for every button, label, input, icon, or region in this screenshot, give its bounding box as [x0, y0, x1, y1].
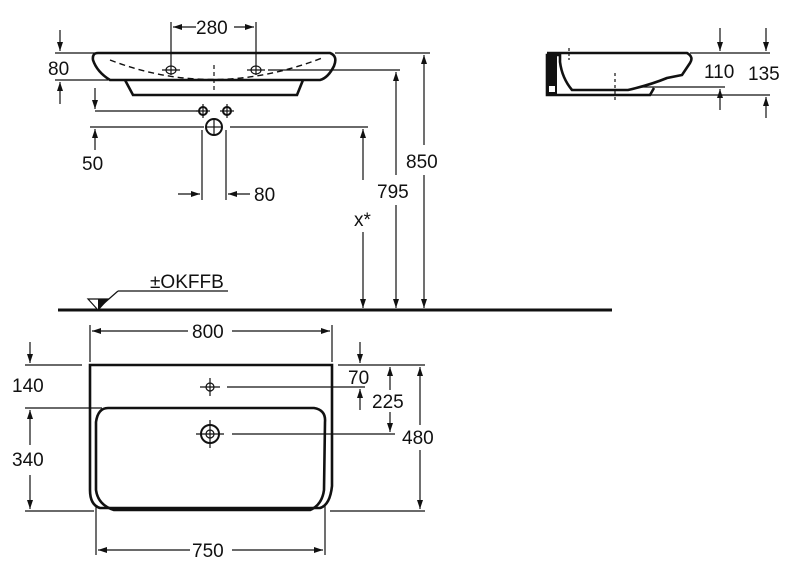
front-view: 280 80 50 80	[48, 18, 612, 312]
dim-side-inner-depth: 110	[704, 62, 734, 83]
dim-bowl-depth: 340	[12, 450, 44, 471]
tap-hole-icon	[200, 378, 220, 396]
dim-height-850: 850	[406, 152, 438, 173]
dim-side-total-depth: 135	[748, 64, 780, 85]
dim-height-x: x*	[354, 210, 372, 231]
dim-height-795: 795	[377, 182, 409, 203]
waste-outlet-icon	[196, 420, 224, 448]
side-view: 110 135	[545, 28, 780, 118]
dim-waste-offset: 50	[82, 154, 103, 175]
dim-total-width: 800	[192, 322, 224, 343]
dim-basin-height: 80	[48, 59, 69, 80]
dim-bowl-width: 750	[192, 541, 224, 562]
dim-waste-offset-top: 225	[372, 392, 404, 413]
dim-total-depth: 480	[402, 428, 434, 449]
dim-rear-rim: 140	[12, 376, 44, 397]
floor-level-marker-icon	[86, 290, 228, 311]
waste-fitting-icon	[196, 104, 234, 136]
dim-tap-hole-offset: 70	[348, 368, 369, 389]
floor-level-label: ±OKFFB	[150, 272, 224, 293]
dim-tap-spacing: 280	[196, 18, 228, 39]
dim-waste-spacing: 80	[254, 185, 275, 206]
top-view: 800 750 140 340 70 225 480	[12, 322, 434, 562]
